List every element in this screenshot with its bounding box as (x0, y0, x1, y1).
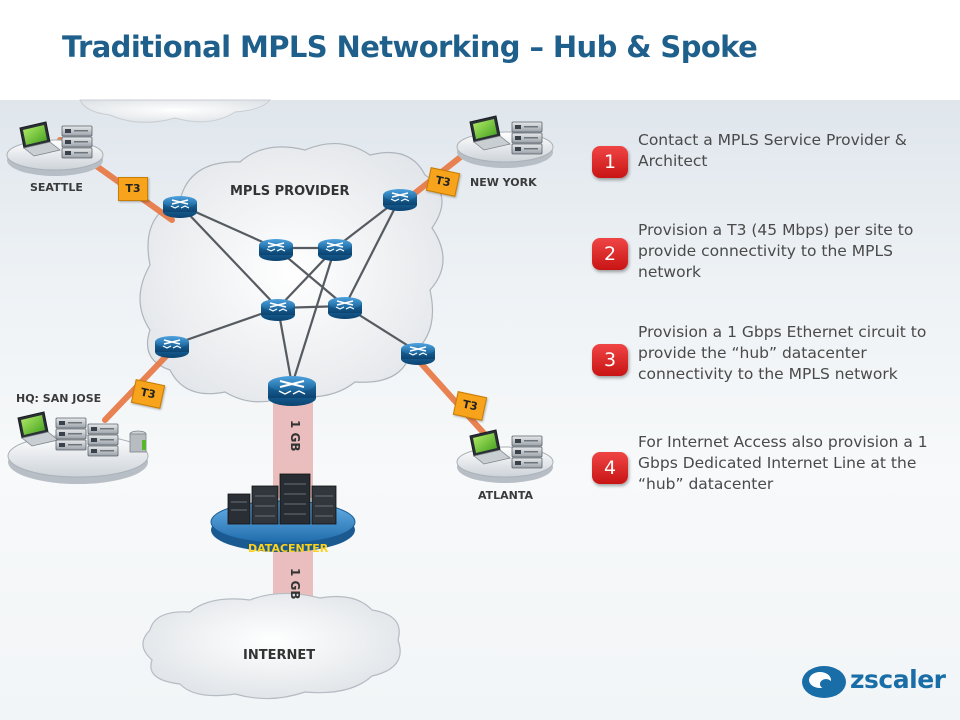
datacenter-label: DATACENTER (248, 542, 329, 555)
internet-cloud (142, 592, 401, 700)
step-text: Provision a 1 Gbps Ethernet circuit to p… (638, 323, 927, 383)
step-badge: 3 (592, 344, 628, 376)
site-atlanta-label: ATLANTA (478, 489, 534, 502)
step-badge: 2 (592, 238, 628, 270)
step-badge: 1 (592, 146, 628, 178)
site-seattle-icon (6, 121, 104, 176)
site-hq-icon (7, 411, 149, 484)
router-icon (162, 195, 198, 219)
site-seattle-label: SEATTLE (30, 181, 83, 194)
mesh-link (171, 306, 279, 347)
zscaler-logo-icon (802, 666, 846, 698)
step-badge: 4 (592, 452, 628, 484)
mpls-cloud (139, 142, 444, 403)
page-title: Traditional MPLS Networking – Hub & Spok… (62, 30, 758, 64)
router-icon (400, 342, 436, 366)
router-icon (317, 238, 353, 262)
router-icon (327, 296, 363, 320)
mesh-link (179, 204, 279, 309)
site-newyork-icon (456, 115, 554, 168)
site-atlanta-icon (456, 429, 554, 483)
internet-label: INTERNET (243, 648, 316, 663)
step-text: Contact a MPLS Service Provider & Archit… (638, 131, 907, 170)
decorative-cloud (79, 99, 272, 123)
router-large-icon (267, 375, 317, 407)
gb-label-lower: 1 GB (288, 568, 302, 600)
router-icon (258, 238, 294, 262)
router-icon (154, 335, 190, 359)
zscaler-logo-text: zscaler (850, 665, 946, 694)
step-text: For Internet Access also provision a 1 G… (638, 433, 928, 493)
datacenter-icon (210, 473, 356, 552)
step-text: Provision a T3 (45 Mbps) per site to pro… (638, 221, 914, 281)
mesh-link (290, 247, 337, 386)
router-icon (382, 188, 418, 212)
gb-label-upper: 1 GB (288, 420, 302, 452)
router-icon (260, 298, 296, 322)
site-hq-label: HQ: SAN JOSE (16, 392, 102, 405)
t3-link-atlanta (415, 357, 493, 443)
title-bar: Traditional MPLS Networking – Hub & Spok… (0, 0, 960, 100)
mesh-link (344, 197, 401, 307)
t3-label-seattle: T3 (118, 177, 148, 201)
mpls-provider-label: MPLS PROVIDER (230, 184, 350, 199)
site-newyork-label: NEW YORK (470, 176, 537, 189)
